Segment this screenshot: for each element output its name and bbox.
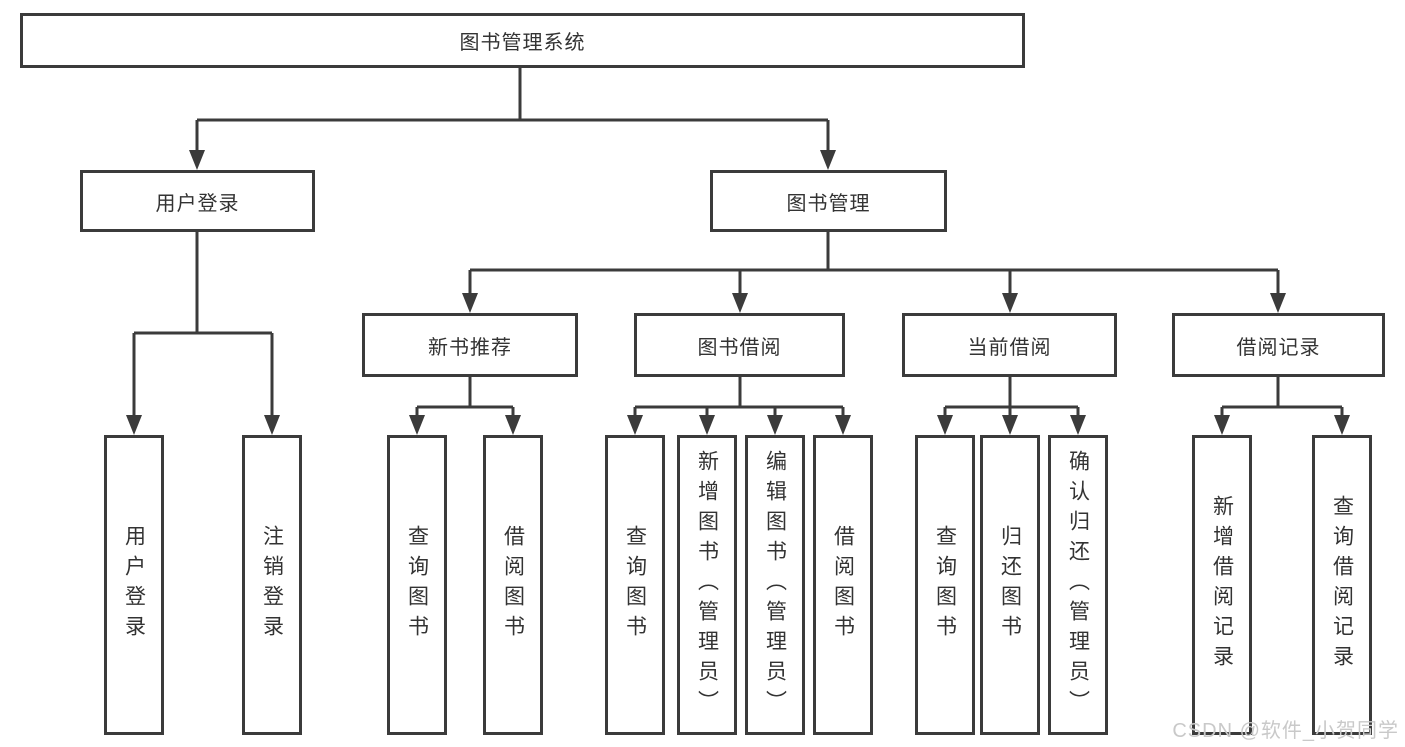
leaf-user-login-label: 用户登录: [122, 525, 146, 645]
node-new-book-recommend: 新书推荐: [362, 313, 578, 377]
leaf-add-books-admin: 新增图书（管理员）: [677, 435, 737, 735]
leaf-confirm-return-admin-label: 确认归还（管理员）: [1066, 450, 1090, 720]
node-user-login-label: 用户登录: [155, 192, 240, 215]
leaf-add-borrow-record-label: 新增借阅记录: [1210, 495, 1234, 675]
leaf-query-books-recommend: 查询图书: [387, 435, 447, 735]
leaf-query-books-borrow-label: 查询图书: [623, 525, 647, 645]
node-new-book-recommend-label: 新书推荐: [428, 336, 512, 359]
leaf-borrow-books-label: 借阅图书: [831, 525, 855, 645]
leaf-logout-label: 注销登录: [260, 525, 284, 645]
leaf-add-books-admin-label: 新增图书（管理员）: [695, 450, 719, 720]
leaf-return-books-label: 归还图书: [998, 525, 1022, 645]
node-user-login: 用户登录: [80, 170, 315, 232]
node-root-label: 图书管理系统: [459, 32, 586, 54]
arrowheads: [126, 150, 1350, 435]
node-book-borrow: 图书借阅: [634, 313, 845, 377]
leaf-borrow-books-recommend: 借阅图书: [483, 435, 543, 735]
node-borrow-records: 借阅记录: [1172, 313, 1385, 377]
node-book-management-label: 图书管理: [786, 192, 871, 215]
leaf-query-books-current-label: 查询图书: [933, 525, 957, 645]
leaf-edit-books-admin: 编辑图书（管理员）: [745, 435, 805, 735]
node-book-borrow-label: 图书借阅: [697, 336, 782, 359]
leaf-confirm-return-admin: 确认归还（管理员）: [1048, 435, 1108, 735]
leaf-query-books-current: 查询图书: [915, 435, 975, 735]
node-book-management: 图书管理: [710, 170, 947, 232]
node-borrow-records-label: 借阅记录: [1236, 336, 1321, 359]
leaf-user-login: 用户登录: [104, 435, 164, 735]
leaf-return-books: 归还图书: [980, 435, 1040, 735]
leaf-logout: 注销登录: [242, 435, 302, 735]
node-current-borrow: 当前借阅: [902, 313, 1117, 377]
leaf-borrow-books: 借阅图书: [813, 435, 873, 735]
node-root-library-system: 图书管理系统: [20, 13, 1025, 68]
leaf-add-borrow-record: 新增借阅记录: [1192, 435, 1252, 735]
leaf-query-borrow-record: 查询借阅记录: [1312, 435, 1372, 735]
leaf-query-books-recommend-label: 查询图书: [405, 525, 429, 645]
leaf-query-borrow-record-label: 查询借阅记录: [1330, 495, 1354, 675]
leaf-edit-books-admin-label: 编辑图书（管理员）: [763, 450, 787, 720]
node-current-borrow-label: 当前借阅: [967, 336, 1052, 359]
leaf-borrow-books-recommend-label: 借阅图书: [501, 525, 525, 645]
csdn-watermark: CSDN @软件_小贺同学: [1172, 720, 1399, 742]
leaf-query-books-borrow: 查询图书: [605, 435, 665, 735]
